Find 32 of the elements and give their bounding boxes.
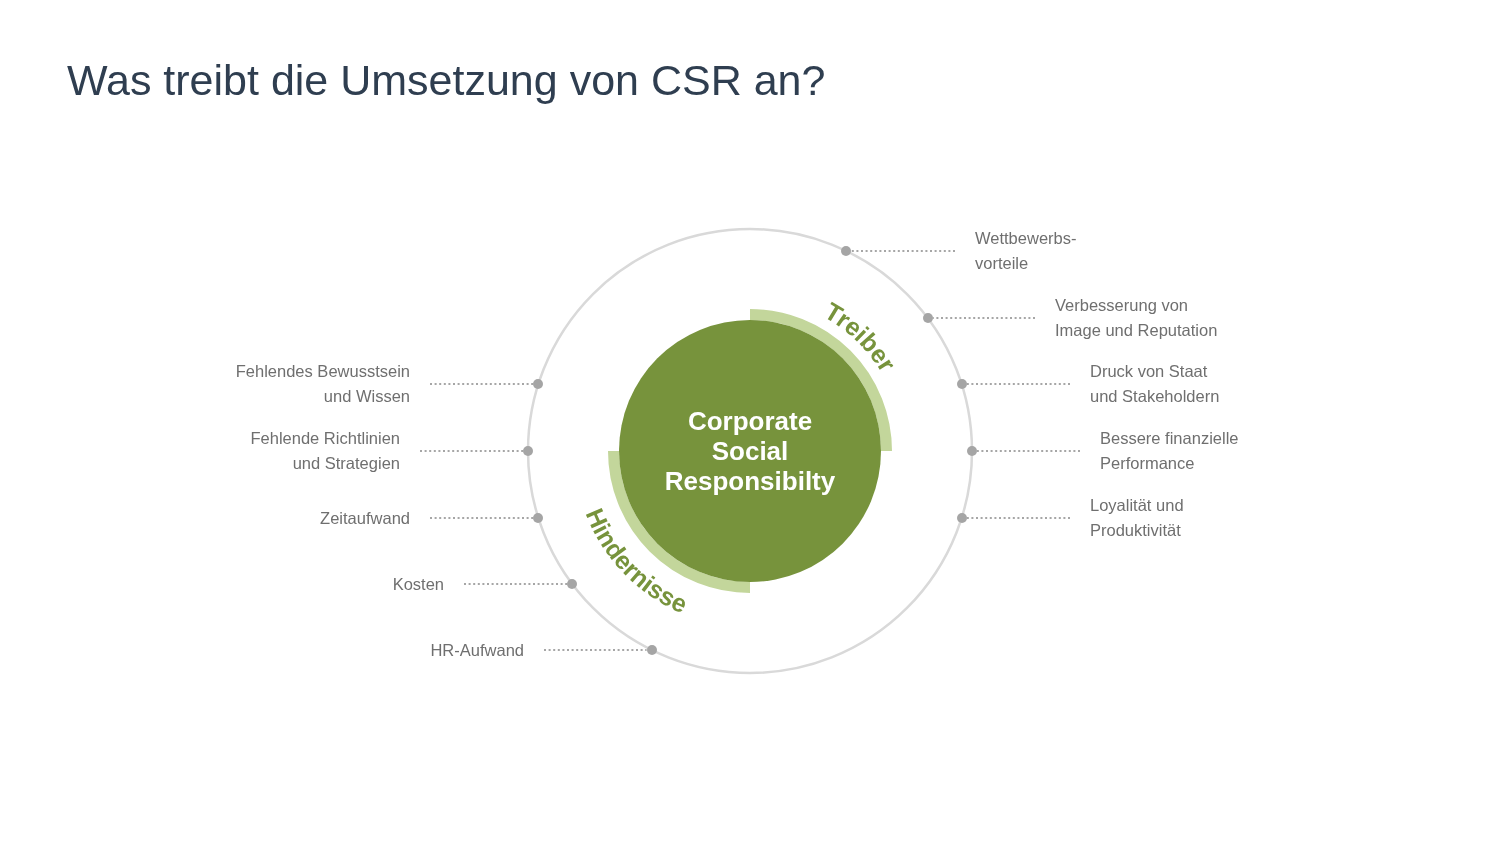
leader-line: [931, 317, 1036, 319]
leader-line: [543, 649, 648, 651]
callout-text: Verbesserung von Image und Reputation: [1055, 295, 1219, 341]
dot-icon: [967, 446, 977, 456]
dot-icon: [533, 379, 544, 389]
callout-text: Fehlende Richtlinien und Strategien: [249, 428, 400, 474]
callout-text: Wettbewerbs- vorteile: [975, 228, 1078, 274]
dot-icon: [533, 513, 544, 523]
leader-line: [965, 517, 1071, 519]
title: Was treibt die Umsetzung von CSR an?: [67, 59, 826, 102]
dot-icon: [523, 446, 533, 456]
callout-text: Druck von Staat und Stakeholdern: [1090, 361, 1221, 407]
callout-text: Zeitaufwand: [320, 507, 410, 529]
dot-icon: [567, 579, 578, 589]
leader-line: [850, 250, 956, 252]
leader-line: [965, 383, 1071, 385]
dot-icon: [922, 313, 933, 323]
leader-line: [463, 583, 569, 585]
dot-icon: [841, 246, 852, 256]
circle-label: Corporate Social Responsibilty: [663, 406, 837, 496]
callout-text: Bessere finanzielle Performance: [1100, 428, 1240, 474]
callout-text: HR-Aufwand: [430, 639, 524, 661]
leader-line: [429, 517, 535, 519]
dot-icon: [956, 513, 967, 523]
callout-text: Loyalität und Produktivität: [1090, 495, 1185, 541]
callout-text: Kosten: [392, 573, 444, 595]
leader-line: [976, 450, 1081, 452]
leader-line: [429, 383, 535, 385]
callout-text: Fehlendes Bewusstsein und Wissen: [234, 361, 410, 407]
leader-line: [419, 450, 524, 452]
dot-icon: [956, 379, 967, 389]
dot-icon: [646, 645, 657, 655]
